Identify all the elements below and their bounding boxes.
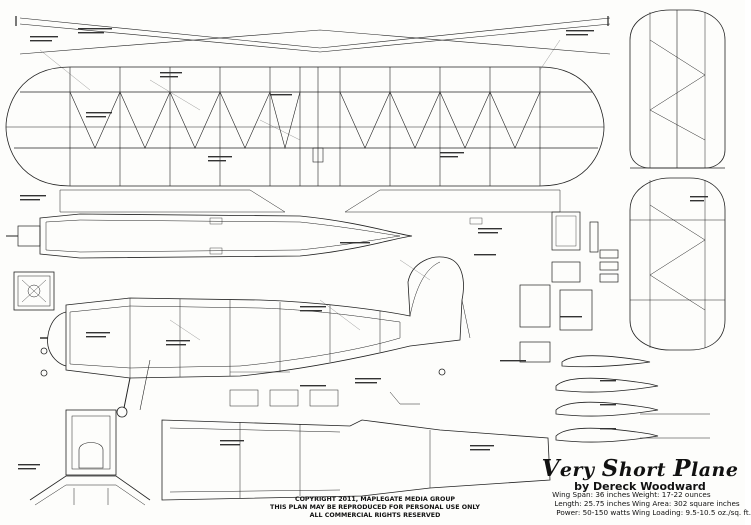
copyright-notice: COPYRIGHT 2011, MAPLEGATE MEDIA GROUP TH… — [255, 496, 495, 521]
horizontal-stabilizer — [629, 9, 726, 169]
title-letter: P — [673, 455, 691, 482]
firewall-detail — [13, 271, 55, 377]
plan-title: Very Short Plane — [540, 455, 740, 482]
spec-label: Wing Span: — [552, 490, 594, 499]
spec-label: Wing Area: — [632, 499, 672, 509]
plan-title-block: Very Short Plane by Dereck Woodward — [540, 455, 740, 493]
elevator — [629, 177, 726, 351]
spec-value: 17-22 ounces — [661, 490, 711, 499]
spec-label: Power: — [556, 508, 581, 518]
leader-lines — [39, 39, 561, 341]
specs-right: Weight: 17-22 ounces Wing Area: 302 squa… — [632, 490, 751, 518]
spec-row: Wing Area: 302 square inches — [632, 499, 744, 508]
spec-row: Wing Span: 36 inches — [510, 490, 630, 499]
fuselage-sheet-parts — [161, 371, 551, 501]
wing-diagonal-braces — [69, 91, 541, 150]
landing-gear-detail — [29, 409, 151, 506]
spec-row: Weight: 17-22 ounces — [632, 490, 744, 499]
spec-label: Wing Loading: — [632, 508, 684, 518]
spec-value: 25.75 inches — [583, 499, 630, 509]
former-parts — [519, 211, 619, 363]
wing-ribs — [69, 67, 541, 186]
fuselage-top-view — [6, 213, 483, 259]
spec-row: Power: 50-150 watts — [510, 508, 630, 517]
spec-value: 9.5-10.5 oz./sq. ft. — [685, 508, 751, 518]
title-letter: V — [541, 455, 560, 482]
title-fragment: ery — [559, 459, 602, 481]
title-fragment: hort — [618, 459, 674, 481]
annotation-marks — [18, 28, 708, 470]
leading-edge-strips — [15, 16, 611, 55]
spec-label: Weight: — [632, 490, 660, 499]
copyright-line: ALL COMMERCIAL RIGHTS RESERVED — [309, 512, 441, 520]
fuselage-side-outline — [65, 256, 464, 379]
spec-row: Length: 25.75 inches — [510, 499, 630, 508]
spec-value: 50-150 watts — [582, 508, 630, 518]
copyright-line: COPYRIGHT 2011, MAPLEGATE MEDIA GROUP — [294, 496, 456, 503]
specs-left: Wing Span: 36 inches Length: 25.75 inche… — [510, 490, 630, 518]
spec-row: Wing Loading: 9.5-10.5 oz./sq. ft. — [632, 508, 751, 518]
title-letter: S — [601, 455, 619, 482]
plan-author: by Dereck Woodward — [574, 480, 706, 493]
wing-plan-view — [5, 66, 605, 213]
spec-value: 36 inches — [595, 490, 630, 499]
wing-outline — [5, 66, 605, 187]
spec-value: 302 square inches — [673, 499, 740, 509]
title-fragment: lane — [691, 459, 739, 481]
copyright-line: THIS PLAN MAY BE REPRODUCED FOR PERSONAL… — [270, 504, 480, 512]
spec-label: Length: — [554, 499, 582, 509]
airfoil-sections — [555, 355, 710, 443]
wing-center-fitting — [312, 147, 324, 163]
